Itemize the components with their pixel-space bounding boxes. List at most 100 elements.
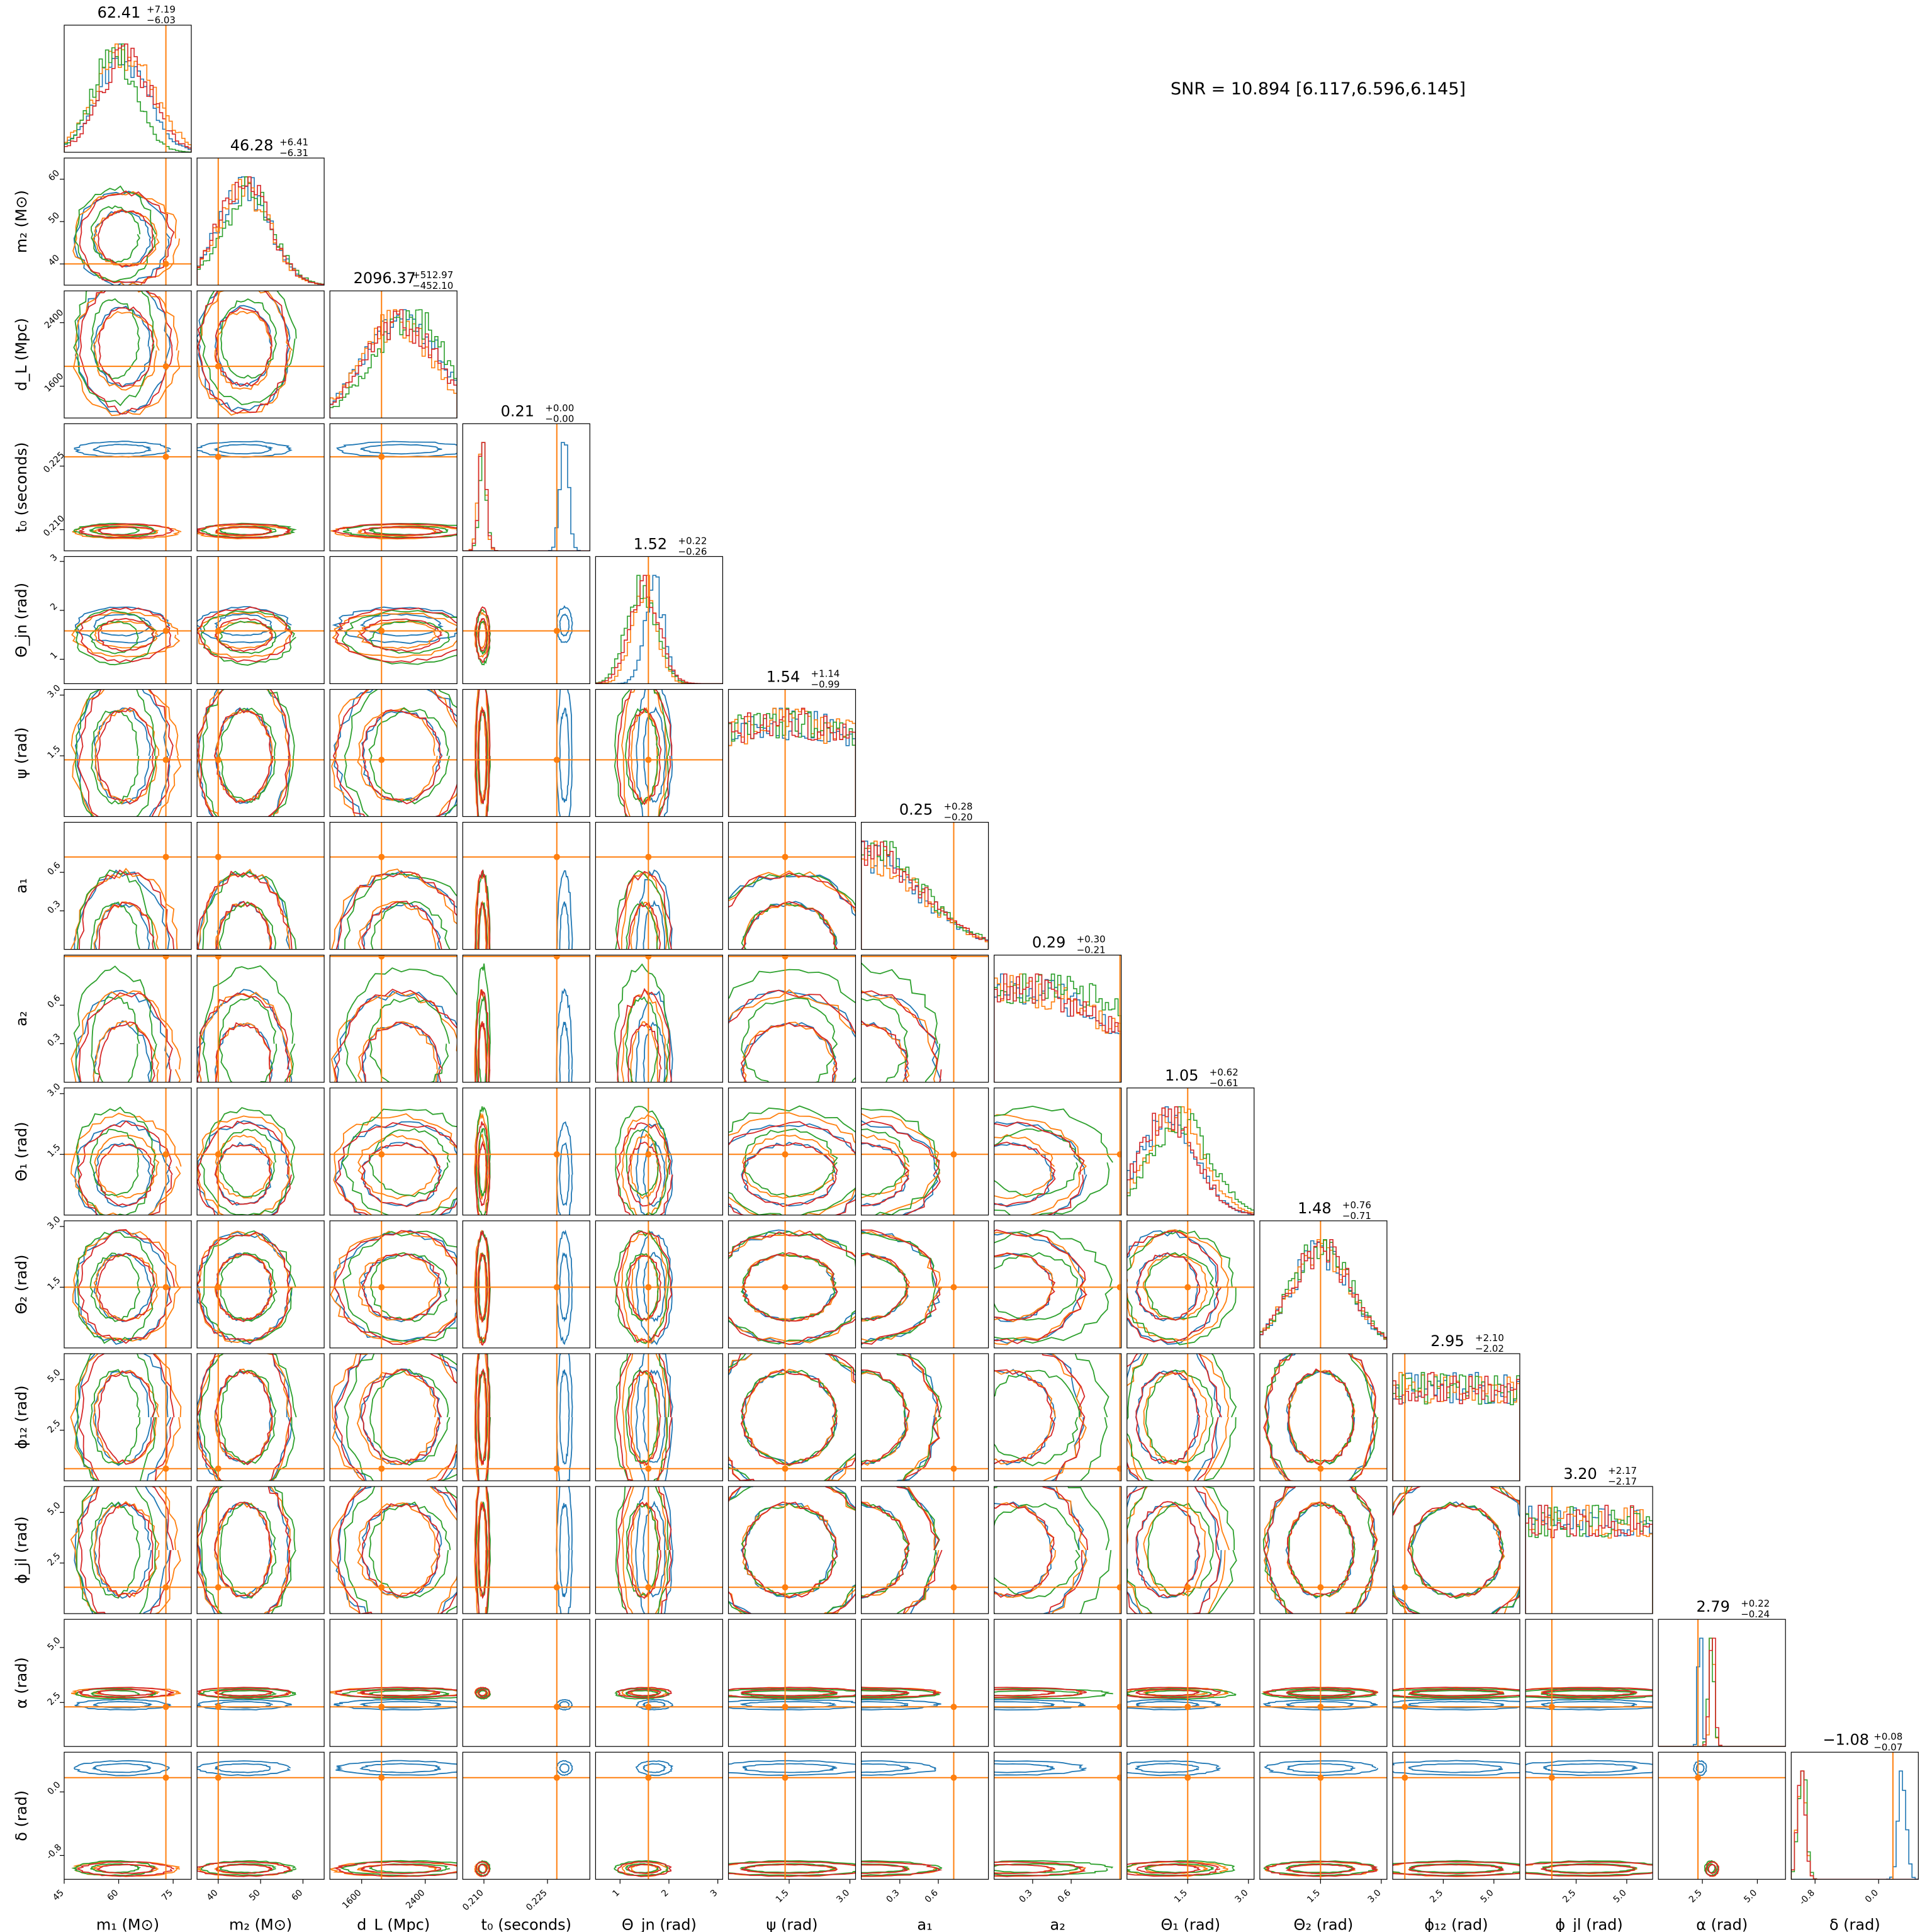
panel-frame bbox=[329, 423, 458, 551]
panel-6-5 bbox=[727, 821, 856, 950]
contour-series-2 bbox=[994, 1128, 1081, 1198]
panel-title-minus: −0.24 bbox=[1741, 1609, 1770, 1620]
x-tick-label: 3 bbox=[709, 1888, 720, 1899]
truth-point bbox=[378, 1704, 385, 1710]
contour-series-0 bbox=[559, 1021, 570, 1082]
contour-series-3 bbox=[97, 1370, 155, 1465]
contour-series-0 bbox=[559, 1142, 570, 1206]
panel-frame bbox=[462, 1619, 590, 1747]
truth-point bbox=[1317, 1465, 1324, 1472]
contour-series-1 bbox=[70, 867, 179, 950]
contour-series-3 bbox=[475, 869, 491, 950]
panel-frame bbox=[1259, 1486, 1388, 1614]
panel-0-0: 62.41+7.19−6.03 bbox=[64, 4, 192, 153]
contour-series-3 bbox=[197, 1687, 291, 1699]
contour-series-0 bbox=[635, 1354, 673, 1481]
truth-point bbox=[782, 1284, 789, 1291]
contour-series-1 bbox=[357, 1133, 438, 1200]
contour-series-2 bbox=[626, 901, 659, 950]
y-axis-label: t₀ (seconds) bbox=[13, 442, 30, 532]
contour-series-2 bbox=[344, 689, 458, 817]
panel-8-6 bbox=[860, 1087, 989, 1216]
contour-series-0 bbox=[559, 1369, 570, 1465]
contour-series-2 bbox=[625, 1690, 660, 1698]
panel-frame bbox=[1525, 1619, 1653, 1747]
contour-series-3 bbox=[1135, 1688, 1200, 1697]
truth-point bbox=[378, 1151, 385, 1158]
panel-title-plus: +0.28 bbox=[944, 801, 973, 812]
y-axis-label: ψ (rad) bbox=[13, 727, 30, 779]
contour-series-2 bbox=[76, 1106, 157, 1215]
hist-series-2 bbox=[728, 707, 856, 817]
panel-title-plus: +2.17 bbox=[1608, 1465, 1637, 1476]
contour-series-3 bbox=[98, 306, 155, 388]
contour-series-0 bbox=[215, 1763, 271, 1773]
contour-series-0 bbox=[362, 902, 441, 950]
hist-series-0 bbox=[1658, 1637, 1786, 1747]
panel-6-2 bbox=[329, 821, 458, 950]
panel-title: 0.21 bbox=[501, 402, 534, 420]
truth-point bbox=[162, 955, 169, 960]
y-tick-label: 0.6 bbox=[45, 993, 62, 1010]
contour-series-3 bbox=[1285, 1863, 1356, 1874]
panel-11-8 bbox=[1126, 1486, 1255, 1614]
x-tick-label: 5.0 bbox=[1742, 1888, 1759, 1905]
contour-series-2 bbox=[90, 298, 140, 380]
truth-point bbox=[645, 756, 652, 763]
contour-series-3 bbox=[215, 306, 272, 387]
contour-series-1 bbox=[474, 689, 490, 817]
x-tick-label: 3.0 bbox=[1366, 1888, 1383, 1905]
contour-series-1 bbox=[92, 209, 160, 267]
truth-point bbox=[553, 1584, 560, 1591]
panel-6-3 bbox=[462, 821, 590, 950]
panel-11-11: 3.20+2.17−2.17 bbox=[1525, 1465, 1653, 1614]
panel-12-5 bbox=[727, 1619, 856, 1747]
panel-frame bbox=[462, 688, 590, 817]
contour-series-1 bbox=[93, 1020, 159, 1082]
contour-series-3 bbox=[78, 607, 172, 663]
contour-series-2 bbox=[478, 902, 488, 950]
panel-title: 1.54 bbox=[767, 668, 800, 686]
contour-series-1 bbox=[94, 1135, 160, 1199]
contour-series-1 bbox=[474, 610, 490, 658]
contour-series-0 bbox=[335, 1486, 458, 1614]
x-axis-label: Θ₁ (rad) bbox=[1160, 1916, 1220, 1932]
truth-point bbox=[215, 1584, 222, 1591]
contour-series-3 bbox=[627, 1370, 661, 1466]
panel-frame bbox=[196, 1087, 325, 1216]
contour-series-2 bbox=[728, 872, 856, 907]
x-axis-label: Θ₂ (rad) bbox=[1294, 1916, 1354, 1932]
truth-point bbox=[645, 955, 652, 960]
panel-frame bbox=[1790, 1751, 1919, 1880]
panel-7-4 bbox=[595, 955, 724, 1083]
contour-series-3 bbox=[475, 689, 491, 817]
panel-frame bbox=[1126, 1353, 1255, 1481]
panel-6-1 bbox=[196, 821, 325, 950]
contour-series-3 bbox=[1707, 1863, 1717, 1874]
contour-series-3 bbox=[900, 1354, 941, 1481]
hist-series-3 bbox=[1126, 1106, 1254, 1215]
contour-series-1 bbox=[630, 1370, 659, 1466]
contour-series-2 bbox=[615, 870, 670, 950]
contour-series-2 bbox=[861, 1860, 943, 1877]
panel-12-11 bbox=[1525, 1619, 1653, 1747]
contour-series-3 bbox=[214, 617, 273, 652]
panel-frame bbox=[1392, 1353, 1520, 1481]
panel-9-9: 1.48+0.76−0.71 bbox=[1259, 1199, 1388, 1349]
truth-point bbox=[215, 1465, 222, 1472]
panel-10-2 bbox=[329, 1353, 458, 1481]
contour-series-3 bbox=[1264, 1861, 1378, 1877]
y-tick-label: 3.0 bbox=[45, 1215, 62, 1232]
truth-point bbox=[645, 1584, 652, 1591]
contour-series-0 bbox=[333, 1699, 458, 1710]
contour-series-0 bbox=[559, 1763, 570, 1773]
contour-series-2 bbox=[368, 707, 450, 805]
contour-series-2 bbox=[218, 707, 277, 803]
contour-series-0 bbox=[337, 870, 458, 950]
truth-point bbox=[553, 1151, 560, 1158]
contour-series-0 bbox=[742, 1763, 838, 1773]
truth-point bbox=[553, 627, 560, 634]
contour-series-0 bbox=[197, 1699, 292, 1710]
contour-series-0 bbox=[1264, 1760, 1379, 1777]
